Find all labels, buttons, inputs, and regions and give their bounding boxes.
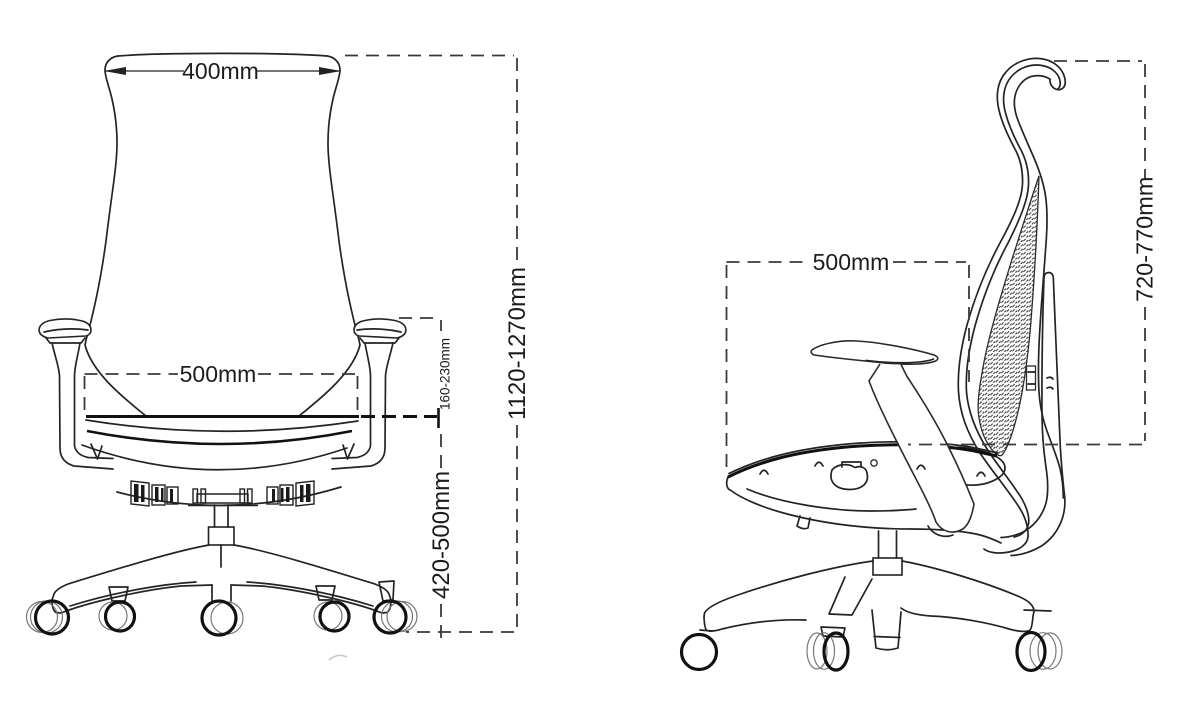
svg-text:420-500mm: 420-500mm bbox=[428, 471, 455, 599]
svg-text:1120-1270mm: 1120-1270mm bbox=[504, 267, 531, 420]
svg-text:500mm: 500mm bbox=[180, 361, 257, 387]
svg-text:500mm: 500mm bbox=[813, 249, 890, 275]
svg-text:160-230mm: 160-230mm bbox=[438, 338, 453, 410]
svg-text:720-770mm: 720-770mm bbox=[1132, 177, 1158, 302]
svg-text:400mm: 400mm bbox=[182, 58, 259, 84]
